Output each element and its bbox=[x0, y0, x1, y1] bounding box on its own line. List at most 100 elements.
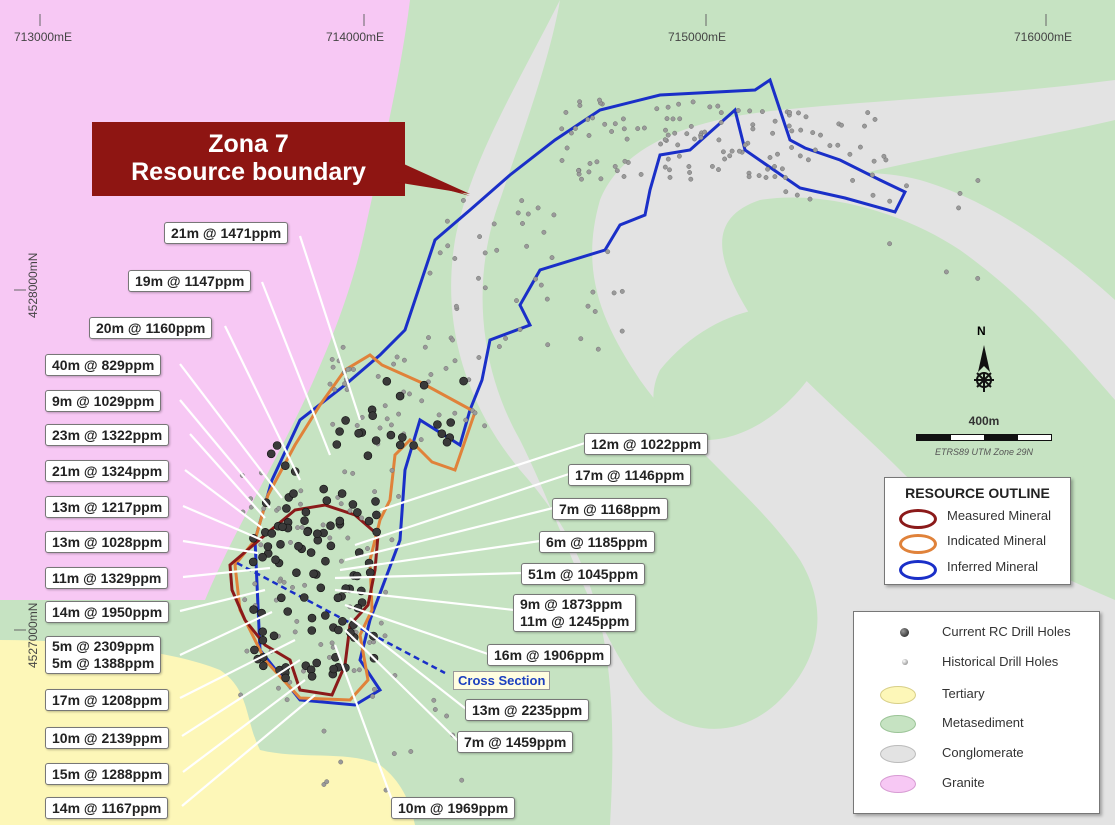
rc-drill-hole bbox=[267, 529, 277, 538]
historical-drill-hole bbox=[294, 619, 300, 624]
historical-drill-hole bbox=[586, 133, 592, 138]
historical-drill-hole bbox=[605, 249, 611, 255]
rc-drill-hole bbox=[364, 516, 374, 526]
historical-drill-hole bbox=[665, 104, 671, 110]
tertiary-swatch bbox=[880, 686, 916, 704]
historical-drill-hole bbox=[586, 169, 592, 175]
historical-drill-hole bbox=[621, 116, 626, 122]
historical-drill-hole bbox=[750, 126, 756, 132]
historical-drill-hole bbox=[710, 163, 715, 169]
rc-drill-hole bbox=[276, 593, 286, 603]
historical-drill-hole bbox=[418, 437, 424, 442]
rc-drill-hole bbox=[368, 411, 378, 421]
historical-drill-hole bbox=[780, 166, 785, 172]
historical-drill-hole bbox=[452, 410, 458, 416]
historical-drill-hole bbox=[370, 694, 375, 699]
historical-drill-hole bbox=[345, 535, 351, 541]
historical-drill-hole bbox=[541, 229, 547, 235]
drill-intercept-label: 17m @ 1208ppm bbox=[45, 689, 170, 711]
historical-drill-hole bbox=[389, 467, 395, 473]
rc-drill-hole bbox=[320, 611, 330, 620]
historical-drill-hole bbox=[318, 642, 324, 647]
historical-drill-hole bbox=[559, 126, 565, 132]
historical-drill-hole bbox=[765, 166, 770, 172]
historical-drill-hole bbox=[444, 713, 449, 719]
rc-drill-hole bbox=[332, 440, 342, 449]
callout-subtitle: Resource boundary bbox=[131, 158, 366, 186]
historical-drill-hole bbox=[320, 522, 326, 528]
historical-drill-hole-icon bbox=[902, 659, 908, 665]
drill-intercept-label: 9m @ 1873ppm 11m @ 1245ppm bbox=[513, 594, 637, 632]
rc-drill-hole bbox=[266, 449, 276, 459]
historical-drill-hole bbox=[806, 157, 811, 163]
rc-drill-hole bbox=[397, 433, 407, 442]
historical-drill-hole bbox=[338, 501, 344, 507]
historical-drill-hole bbox=[453, 303, 459, 309]
historical-drill-hole bbox=[277, 578, 283, 584]
historical-drill-hole bbox=[538, 282, 544, 288]
historical-drill-hole bbox=[244, 648, 250, 654]
rc-drill-hole bbox=[322, 496, 332, 505]
rc-drill-hole bbox=[307, 626, 317, 635]
rc-drill-hole bbox=[312, 658, 322, 668]
rc-drill-hole bbox=[300, 516, 309, 526]
historical-drill-hole bbox=[787, 110, 792, 115]
rc-drill-hole bbox=[319, 484, 329, 494]
rc-drill-hole bbox=[280, 461, 290, 471]
historical-drill-hole bbox=[391, 751, 397, 756]
historical-drill-hole bbox=[494, 247, 500, 253]
historical-drill-hole bbox=[684, 131, 690, 137]
resource-outline-legend: RESOURCE OUTLINE Measured Mineral Indica… bbox=[884, 477, 1071, 585]
drill-intercept-label: 9m @ 1029ppm bbox=[45, 390, 162, 412]
historical-drill-hole bbox=[287, 679, 293, 685]
historical-drill-hole bbox=[664, 116, 670, 122]
historical-drill-hole bbox=[482, 250, 488, 256]
historical-drill-hole bbox=[663, 127, 668, 133]
rc-drill-hole bbox=[307, 613, 317, 623]
historical-drill-hole bbox=[718, 110, 724, 116]
drill-intercept-label: 20m @ 1160ppm bbox=[89, 317, 213, 339]
rc-drill-hole bbox=[283, 607, 293, 616]
historical-drill-hole bbox=[577, 103, 583, 108]
drill-intercept-label: 10m @ 1969ppm bbox=[391, 797, 516, 819]
rc-drill-hole bbox=[337, 489, 347, 498]
historical-drill-hole bbox=[796, 110, 801, 116]
historical-drill-hole bbox=[609, 129, 614, 134]
historical-drill-hole bbox=[258, 542, 264, 548]
historical-drill-hole bbox=[772, 164, 777, 169]
historical-drill-hole bbox=[576, 168, 581, 173]
historical-drill-hole bbox=[676, 101, 681, 107]
historical-drill-hole bbox=[432, 707, 438, 712]
leader-lines bbox=[179, 235, 586, 807]
historical-drill-hole bbox=[444, 218, 450, 224]
historical-drill-hole bbox=[437, 250, 443, 256]
historical-drill-hole bbox=[672, 130, 678, 136]
historical-drill-hole bbox=[295, 525, 300, 530]
historical-drill-hole bbox=[284, 697, 290, 703]
historical-drill-hole bbox=[299, 525, 305, 530]
historical-drill-hole bbox=[702, 129, 708, 135]
historical-drill-hole bbox=[835, 142, 841, 148]
historical-drill-hole bbox=[394, 354, 400, 360]
historical-drill-hole bbox=[514, 298, 519, 303]
rc-drill-hole bbox=[272, 441, 282, 450]
rc-drill-hole bbox=[333, 593, 343, 603]
historical-drill-hole bbox=[698, 135, 704, 140]
rc-drill-hole bbox=[263, 542, 273, 551]
historical-drill-hole bbox=[396, 493, 401, 499]
historical-drill-hole bbox=[383, 589, 388, 595]
historical-drill-hole bbox=[443, 365, 449, 371]
historical-drill-hole bbox=[292, 629, 298, 635]
drill-intercept-label: 16m @ 1906ppm bbox=[487, 644, 612, 666]
legend-item-tertiary: Tertiary bbox=[854, 684, 1099, 704]
rc-drill-hole bbox=[248, 557, 258, 567]
historical-drill-hole bbox=[563, 110, 569, 115]
historical-drill-hole bbox=[426, 335, 431, 340]
legend-item-indicated: Indicated Mineral bbox=[885, 531, 1070, 554]
legend-item-rc-holes: Current RC Drill Holes bbox=[854, 622, 1099, 642]
historical-drill-hole bbox=[675, 142, 681, 148]
historical-drill-hole bbox=[476, 275, 481, 281]
rc-drill-hole bbox=[365, 568, 375, 577]
rc-drill-hole bbox=[329, 664, 338, 674]
cross-section-label: Cross Section bbox=[453, 671, 551, 690]
